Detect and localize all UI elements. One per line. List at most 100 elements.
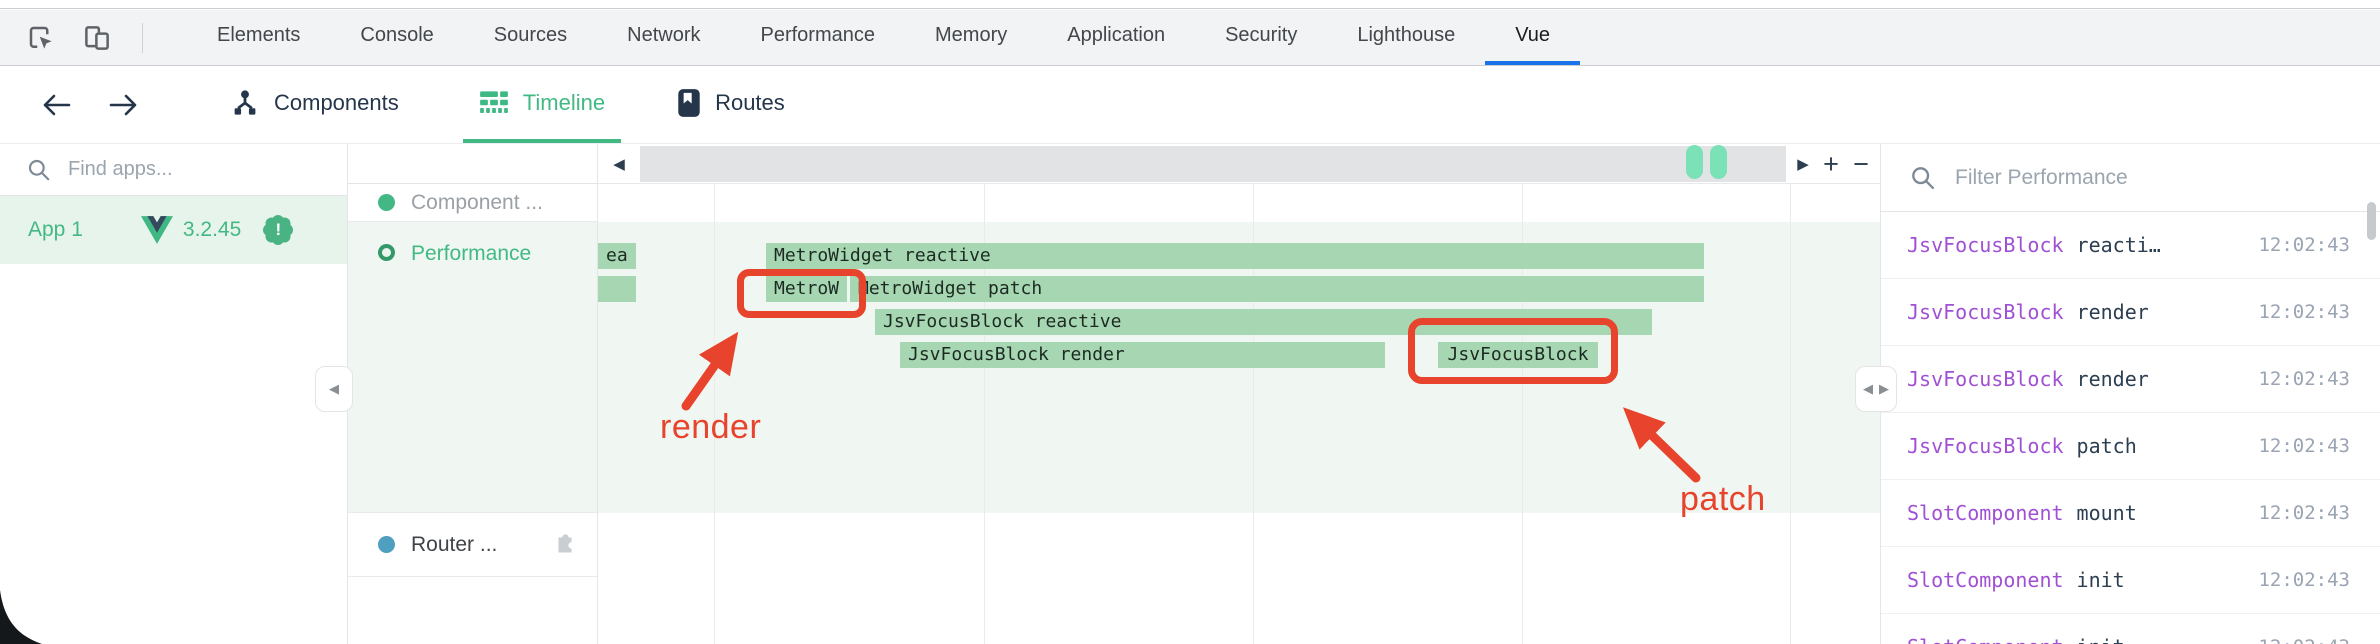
performance-events-panel: JsvFocusBlock reacti… 12:02:43 JsvFocusB…: [1880, 144, 2380, 644]
tab-timeline-label: Timeline: [522, 89, 606, 115]
event-list-item[interactable]: JsvFocusBlock reacti… 12:02:43: [1881, 212, 2380, 279]
tab-application[interactable]: Application: [1067, 24, 1166, 46]
event-bar-jsvfocusblock-patch[interactable]: JsvFocusBlock: [1438, 342, 1598, 368]
event-type: init: [2077, 635, 2125, 644]
app-name: App 1: [28, 218, 83, 241]
tab-lighthouse[interactable]: Lighthouse: [1357, 24, 1456, 46]
event-list-item[interactable]: JsvFocusBlock render 12:02:43: [1881, 279, 2380, 346]
tab-components-label: Components: [274, 89, 399, 115]
history-back-button[interactable]: [24, 66, 90, 143]
timeline-minimap: ◀ ▶ + −: [598, 144, 1880, 184]
collapse-layers-panel-handle[interactable]: ◀: [315, 366, 353, 412]
event-type: render: [2076, 367, 2149, 391]
event-type: init: [2076, 568, 2125, 592]
tab-vue[interactable]: Vue: [1485, 10, 1581, 65]
app-list-item-selected[interactable]: App 1 3.2.45 !: [0, 196, 347, 264]
tab-timeline[interactable]: Timeline: [462, 66, 622, 143]
event-component: SlotComponent: [1907, 501, 2064, 525]
minus-icon: −: [1853, 148, 1869, 179]
event-time: 12:02:43: [2258, 301, 2350, 323]
event-bar-jsvfocusblock-reactive[interactable]: JsvFocusBlock reactive: [875, 309, 1652, 335]
caret-right-icon: ▶: [1797, 156, 1809, 173]
minimap-range-handle[interactable]: [1710, 145, 1727, 179]
event-time: 12:02:43: [2258, 234, 2350, 256]
event-list-item[interactable]: SlotComponent init 12:02:43: [1881, 614, 2380, 644]
event-time: 12:02:43: [2258, 368, 2350, 390]
timeline-layers-panel: Component ... Performance Router ...: [348, 144, 598, 644]
window-top-strip: [0, 0, 2380, 9]
events-scrollbar-thumb[interactable]: [2367, 202, 2376, 240]
event-type: reacti…: [2076, 233, 2161, 257]
forward-arrow-icon: [109, 94, 137, 115]
app-search-row: [0, 144, 347, 196]
minimap-range-handle[interactable]: [1686, 145, 1703, 179]
app-version: 3.2.45: [182, 218, 242, 241]
tab-sources[interactable]: Sources: [493, 24, 568, 46]
find-apps-input[interactable]: [68, 158, 288, 181]
resize-events-panel-handle[interactable]: ◀ ▶: [1855, 366, 1897, 412]
tab-security[interactable]: Security: [1225, 24, 1298, 46]
devtools-tabs: Elements Console Sources Network Perform…: [187, 10, 1581, 65]
caret-left-icon: ◀: [613, 156, 625, 173]
event-type: mount: [2076, 501, 2137, 525]
event-list-item[interactable]: JsvFocusBlock render 12:02:43: [1881, 346, 2380, 413]
minimap-track[interactable]: [640, 146, 1786, 182]
event-component: JsvFocusBlock: [1907, 233, 2064, 257]
vue-version-badge-icon[interactable]: !: [265, 217, 292, 243]
tab-console[interactable]: Console: [360, 24, 434, 46]
inspect-element-icon[interactable]: [26, 23, 56, 53]
zoom-out-button[interactable]: −: [1846, 144, 1876, 184]
time-gridline: [1522, 184, 1523, 644]
event-time: 12:02:43: [2258, 569, 2350, 591]
screenshot-corner-artifact: [0, 590, 42, 644]
vue-toolbar: Components Timeline Ro: [0, 66, 2380, 144]
plus-icon: +: [1823, 148, 1839, 179]
devtools-left-icons: [0, 10, 161, 65]
filter-row: [1881, 144, 2380, 212]
event-list-item[interactable]: SlotComponent init 12:02:43: [1881, 547, 2380, 614]
apps-sidebar: App 1 3.2.45 !: [0, 144, 348, 644]
tab-routes-label: Routes: [715, 89, 785, 115]
event-bar-metrowidget-render[interactable]: MetroW: [766, 276, 847, 302]
event-bar-clipped[interactable]: [598, 276, 636, 302]
history-forward-button[interactable]: [90, 66, 156, 143]
minimap-scroll-right-button[interactable]: ▶: [1790, 144, 1816, 184]
caret-right-icon: ▶: [1879, 381, 1889, 396]
tab-routes[interactable]: Routes: [661, 66, 801, 143]
filter-performance-input[interactable]: [1955, 165, 2255, 190]
tab-network[interactable]: Network: [627, 24, 701, 46]
layer-label: Router ...: [411, 532, 498, 556]
event-bar-clipped[interactable]: ea: [598, 243, 636, 269]
search-icon: [1909, 164, 1937, 192]
layer-row-router[interactable]: Router ...: [348, 513, 597, 577]
layer-panel-header-strip: [348, 144, 597, 184]
layer-row-component-events[interactable]: Component ...: [348, 184, 597, 222]
layer-label: Component ...: [411, 190, 543, 214]
tab-performance[interactable]: Performance: [760, 24, 876, 46]
minimap-scroll-left-button[interactable]: ◀: [604, 144, 634, 184]
event-bar-metrowidget-reactive[interactable]: MetroWidget reactive: [766, 243, 1704, 269]
event-time: 12:02:43: [2258, 435, 2350, 457]
event-bar-jsvfocusblock-render[interactable]: JsvFocusBlock render: [900, 342, 1385, 368]
timeline-layers-icon: [479, 89, 509, 116]
layer-row-performance[interactable]: Performance: [348, 222, 597, 513]
event-bar-metrowidget-patch[interactable]: MetroWidget patch: [850, 276, 1704, 302]
layer-label: Performance: [411, 242, 532, 265]
event-list-item[interactable]: JsvFocusBlock patch 12:02:43: [1881, 413, 2380, 480]
zoom-in-button[interactable]: +: [1816, 144, 1846, 184]
layer-settings-puzzle-icon[interactable]: [551, 531, 579, 559]
caret-left-icon: ◀: [329, 381, 339, 396]
back-arrow-icon: [43, 94, 71, 115]
routes-bookmark-icon: [677, 88, 701, 118]
search-icon: [26, 157, 52, 183]
time-gridline: [714, 184, 715, 644]
tab-components[interactable]: Components: [214, 66, 415, 143]
event-list-item[interactable]: SlotComponent mount 12:02:43: [1881, 480, 2380, 547]
device-toolbar-icon[interactable]: [82, 23, 112, 53]
tab-memory[interactable]: Memory: [935, 24, 1008, 46]
event-component: JsvFocusBlock: [1907, 434, 2064, 458]
devtools-tabbar: Elements Console Sources Network Perform…: [0, 10, 2380, 66]
caret-left-icon: ◀: [1863, 381, 1873, 396]
toolbar-separator: [142, 22, 143, 53]
tab-elements[interactable]: Elements: [217, 24, 301, 46]
